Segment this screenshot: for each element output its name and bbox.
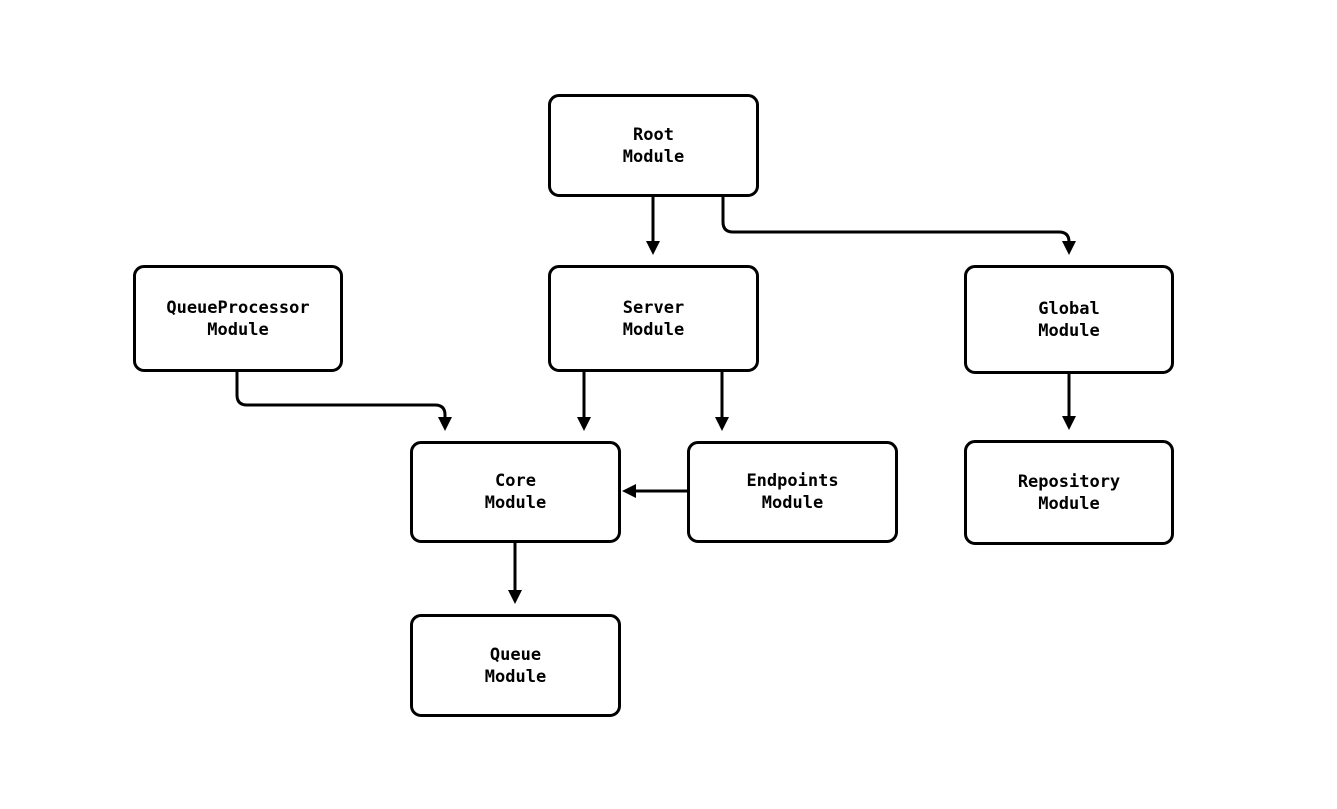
node-root-module-name: Root <box>633 124 674 145</box>
node-queue-module-name: Queue <box>489 644 542 665</box>
node-server-module-name: Server <box>622 297 685 318</box>
node-queueprocessor-module-suffix: Module <box>207 319 269 340</box>
edge-server-to-core <box>577 372 591 431</box>
node-global-module-suffix: Module <box>1038 320 1100 341</box>
node-global-module[interactable]: Global Module <box>964 265 1174 374</box>
node-global-module-name: Global <box>1038 298 1100 319</box>
edge-root-to-global <box>721 197 1076 255</box>
node-core-module[interactable]: Core Module <box>410 441 621 543</box>
node-repository-module-name: Repository <box>1017 471 1121 492</box>
edge-endpoints-to-core <box>622 484 687 498</box>
node-endpoints-module[interactable]: Endpoints Module <box>687 441 898 543</box>
node-endpoints-module-suffix: Module <box>761 493 824 513</box>
node-repository-module[interactable]: Repository Module <box>964 440 1174 545</box>
node-core-module-name: Core <box>495 471 536 491</box>
edge-core-to-queue <box>508 543 522 604</box>
node-root-module[interactable]: Root Module <box>548 94 759 197</box>
node-server-module[interactable]: Server Module <box>548 265 759 372</box>
node-queueprocessor-module[interactable]: QueueProcessor Module <box>133 265 343 372</box>
node-endpoints-module-name: Endpoints <box>746 471 839 491</box>
node-queue-module[interactable]: Queue Module <box>410 614 621 717</box>
node-core-module-suffix: Module <box>484 493 547 513</box>
node-queueprocessor-module-name: QueueProcessor <box>166 297 310 318</box>
edge-root-to-server <box>646 197 660 255</box>
node-server-module-suffix: Module <box>622 319 685 340</box>
node-repository-module-suffix: Module <box>1038 493 1100 514</box>
edge-global-to-repository <box>1062 374 1076 430</box>
node-queue-module-suffix: Module <box>484 666 547 687</box>
edge-queueprocessor-to-core <box>235 372 452 431</box>
node-root-module-suffix: Module <box>622 146 685 167</box>
edge-server-to-endpoints <box>715 372 729 431</box>
